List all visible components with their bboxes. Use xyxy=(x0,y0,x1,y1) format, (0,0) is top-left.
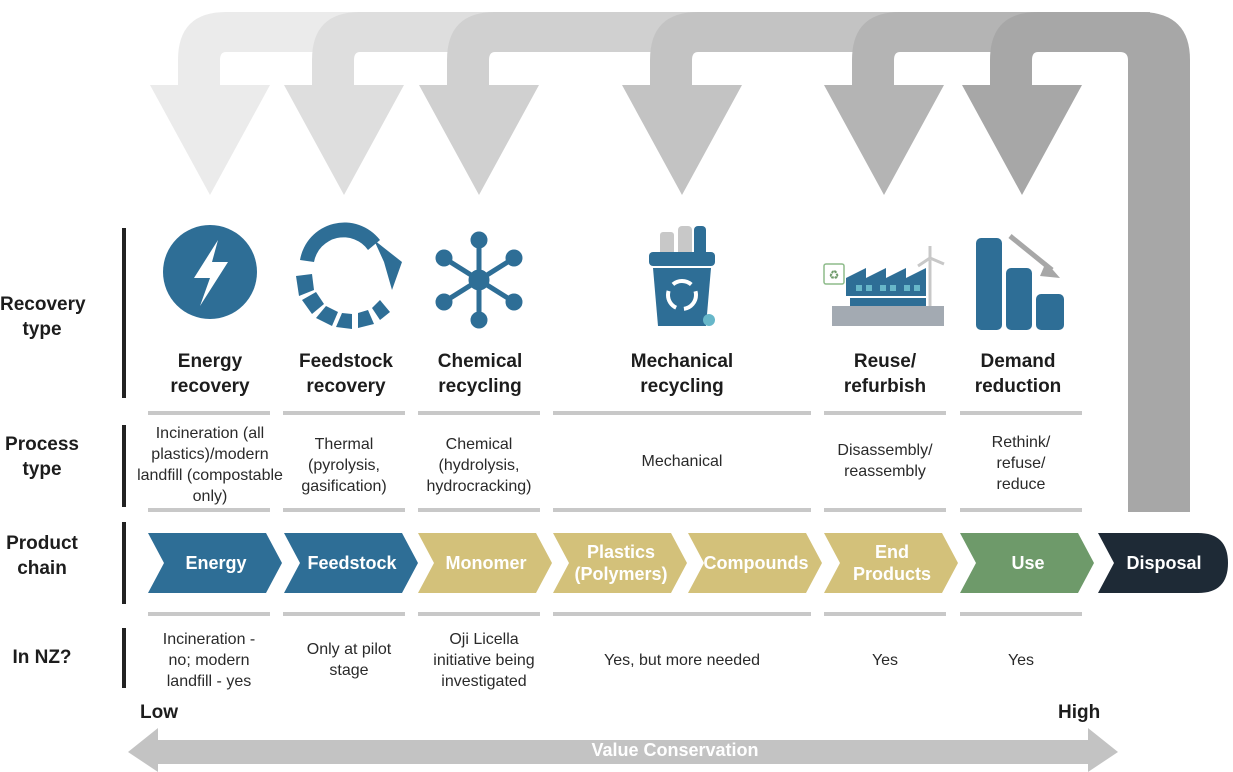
product-chain xyxy=(148,533,1228,593)
row-label-product: Product chain xyxy=(6,533,78,579)
row-label-nz: In NZ? xyxy=(12,647,72,668)
chain-label: Plastics (Polymers) xyxy=(574,542,668,584)
molecule-icon xyxy=(435,231,523,329)
process-chemical: Chemical (hydrolysis, hydrocracking) xyxy=(426,435,532,495)
chain-label: Energy xyxy=(185,553,247,573)
row-separators xyxy=(122,228,126,688)
row-bar-recovery xyxy=(122,228,126,398)
row-label-process: Process type xyxy=(5,434,79,480)
column-dividers xyxy=(148,411,1082,616)
chain-label: End Products xyxy=(852,542,931,584)
nz-reuse: Yes xyxy=(871,651,899,669)
process-energy: Incineration (all plastics)/modern landf… xyxy=(137,425,283,505)
row-bar-product xyxy=(122,522,126,604)
value-conservation-label: Value Conservation xyxy=(591,740,759,760)
nz-demand: Yes xyxy=(1007,651,1035,669)
chain-chevron-energy xyxy=(148,533,282,593)
process-demand: Rethink/ refuse/ reduce xyxy=(991,433,1051,493)
process-mechanical: Mechanical xyxy=(641,452,723,470)
recycling-bin-icon xyxy=(649,226,715,326)
lightning-icon xyxy=(163,225,257,319)
chain-chevron-disposal xyxy=(1098,533,1228,593)
recovery-label-energy: Energy recovery xyxy=(170,351,250,397)
chain-label: Monomer xyxy=(445,553,527,573)
nz-chemical: Oji Licella initiative being investigate… xyxy=(433,630,535,690)
process-reuse: Disassembly/ reassembly xyxy=(837,442,933,480)
nz-energy: Incineration - no; modern landfill - yes xyxy=(162,630,256,690)
nz-mechanical: Yes, but more needed xyxy=(604,651,760,669)
return-arrow-reuse xyxy=(824,12,1150,195)
chain-chevron-use xyxy=(960,533,1094,593)
chain-chevron-compounds xyxy=(688,533,822,593)
value-conservation-arrow xyxy=(128,728,1118,772)
recovery-label-demand: Demand reduction xyxy=(974,351,1062,397)
declining-bars-icon xyxy=(976,234,1064,330)
row-bar-process xyxy=(122,425,126,507)
chain-label: Disposal xyxy=(1126,553,1202,573)
chain-label: Compounds xyxy=(703,553,809,573)
return-arrows xyxy=(150,12,1190,512)
nz-feedstock: Only at pilot stage xyxy=(306,641,392,679)
chain-label: Feedstock xyxy=(307,553,397,573)
process-feedstock: Thermal (pyrolysis, gasification) xyxy=(301,435,387,495)
scale-low-label: Low xyxy=(140,702,178,723)
chain-chevron-plastics-polymers xyxy=(553,533,687,593)
row-label-recovery: Recovery type xyxy=(0,294,86,340)
recovery-label-feedstock: Feedstock recovery xyxy=(299,351,393,397)
factory-icon: ♻ xyxy=(823,246,945,326)
chain-chevron-feedstock xyxy=(284,533,418,593)
chain-label: Use xyxy=(1011,553,1045,573)
chain-chevron-monomer xyxy=(418,533,552,593)
svg-text:♻: ♻ xyxy=(829,268,840,282)
return-arrow-demand xyxy=(962,12,1190,512)
recovery-label-mechanical: Mechanical recycling xyxy=(630,351,734,397)
scale-high-label: High xyxy=(1058,702,1101,723)
chain-chevron-end-products xyxy=(824,533,958,593)
recovery-label-chemical: Chemical recycling xyxy=(437,351,523,397)
recovery-label-reuse: Reuse/ refurbish xyxy=(843,351,927,397)
row-bar-nz xyxy=(122,628,126,688)
circular-arrow-icon xyxy=(296,222,402,329)
